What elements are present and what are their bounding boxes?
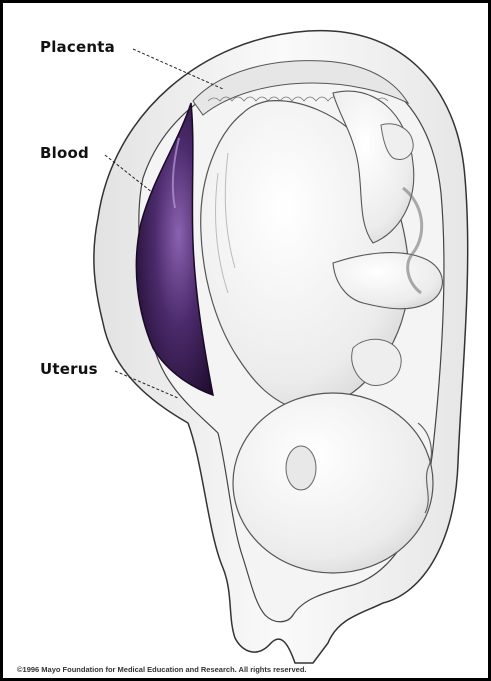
fetus-head xyxy=(233,393,433,573)
blood-label: Blood xyxy=(40,144,89,162)
placenta-label: Placenta xyxy=(40,38,115,56)
uterus-label: Uterus xyxy=(40,360,98,378)
fetus-ear xyxy=(286,446,316,490)
copyright-notice: ©1996 Mayo Foundation for Medical Educat… xyxy=(17,665,307,674)
fetus-illustration xyxy=(3,3,488,678)
